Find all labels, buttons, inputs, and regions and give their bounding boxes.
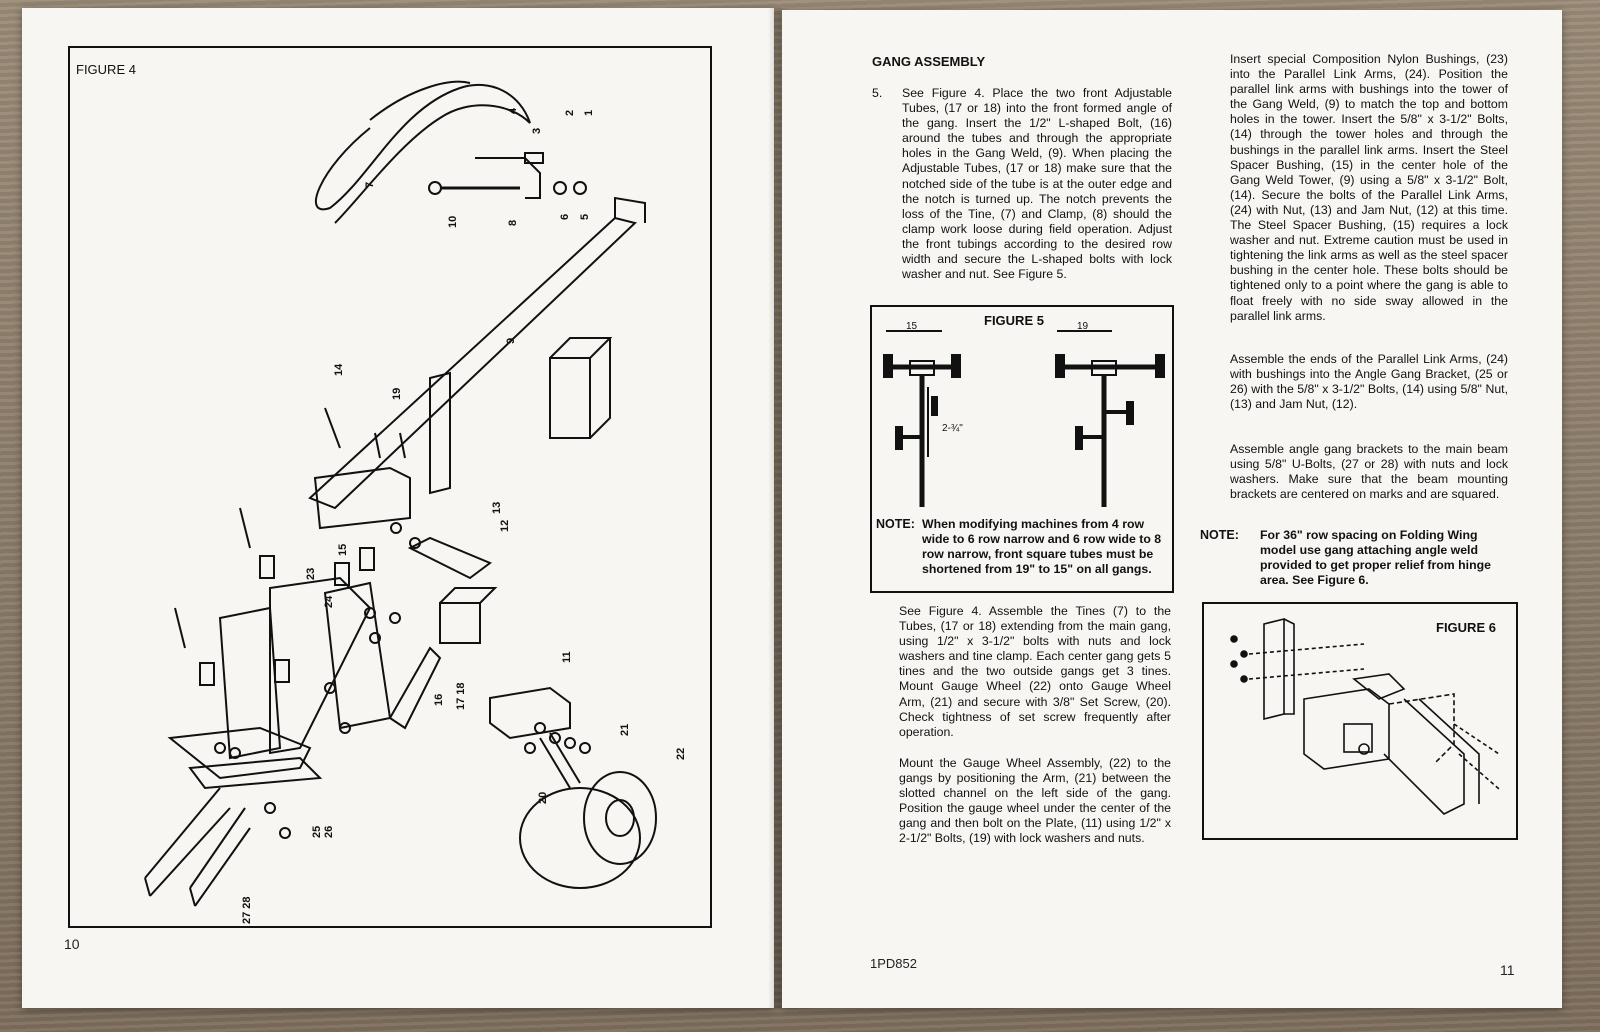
left-page: FIGURE 4: [22, 8, 774, 1008]
figure-4-frame: FIGURE 4: [68, 46, 712, 928]
right-page: GANG ASSEMBLY 5. See Figure 4. Place the…: [782, 10, 1562, 1008]
callout-8: 8: [507, 220, 519, 226]
callout-6: 6: [559, 214, 571, 220]
callout-2: 2: [564, 110, 576, 116]
callout-7: 7: [364, 182, 376, 188]
gauge-wheel-arm: [539, 732, 581, 789]
callout-20: 20: [537, 792, 549, 804]
folding-wing-note-text: For 36" row spacing on Folding Wing mode…: [1260, 528, 1491, 588]
callout-11: 11: [561, 651, 573, 663]
figure-4-label: FIGURE 4: [76, 62, 136, 77]
tine-drawing: [314, 83, 531, 224]
figure-5-box: FIGURE 5: [870, 305, 1174, 593]
l-shaped-bolt: [388, 646, 442, 730]
callout-14: 14: [333, 363, 345, 376]
callout-26: 26: [323, 826, 335, 838]
bushings-paragraph: Insert special Composition Nylon Bushing…: [1230, 52, 1508, 323]
document-code: 1PD852: [870, 956, 917, 971]
figure-5-diagram: 15 19 2-¾": [883, 321, 1165, 507]
callout-3: 3: [531, 128, 543, 134]
callout-12: 12: [499, 520, 511, 532]
gauge-wheel-paragraph: Mount the Gauge Wheel Assembly, (22) to …: [899, 756, 1171, 846]
section-heading: GANG ASSEMBLY: [872, 54, 986, 69]
callout-19: 19: [391, 388, 403, 400]
parallel-link-arm: [269, 576, 372, 755]
angle-gang-bracket: [167, 726, 312, 780]
left-page-number: 10: [64, 936, 80, 952]
callout-5: 5: [579, 214, 591, 220]
u-bolt: [144, 787, 231, 897]
callout-15: 15: [337, 544, 349, 556]
callout-10: 10: [447, 216, 459, 228]
callout-9: 9: [505, 338, 517, 344]
step-number: 5.: [872, 86, 883, 100]
figure-6-label: FIGURE 6: [1436, 620, 1496, 635]
figure-6-box: FIGURE 6: [1202, 602, 1518, 840]
figure-5-note-text: When modifying machines from 4 row wide …: [922, 517, 1162, 577]
plate: [489, 686, 571, 740]
angle-brackets-paragraph: Assemble angle gang brackets to the main…: [1230, 442, 1508, 502]
gauge-wheel: [519, 787, 641, 889]
nylon-bushing: [259, 555, 275, 579]
callout-24: 24: [323, 595, 335, 608]
figure-5-label: FIGURE 5: [984, 313, 1044, 328]
callout-13: 13: [491, 502, 503, 514]
link-arm-ends-paragraph: Assemble the ends of the Parallel Link A…: [1230, 352, 1508, 412]
callout-25: 25: [311, 826, 323, 838]
figure-5-dim-right: 19: [1077, 321, 1089, 332]
callout-4: 4: [507, 107, 519, 114]
callout-23: 23: [305, 568, 317, 580]
adjustable-tube: [407, 536, 492, 580]
figure-5-dim-left: 15: [906, 321, 918, 332]
gang-weld-tower: [313, 466, 411, 530]
tines-paragraph: See Figure 4. Assemble the Tines (7) to …: [899, 604, 1171, 739]
gang-weld-beam: [308, 216, 638, 510]
step-5-paragraph: See Figure 4. Place the two front Adjust…: [902, 86, 1172, 282]
figure-6-diagram: [1230, 617, 1500, 815]
callout-16: 16: [433, 694, 445, 706]
exploded-gang-diagram: 1 2 3 4 5 6 7 8 9 10 11 12 13 14 15 16 1…: [144, 80, 687, 924]
clamp-drawing: [475, 157, 541, 199]
callout-1: 1: [583, 110, 595, 116]
callout-22: 22: [675, 748, 687, 760]
callout-21: 21: [619, 724, 631, 736]
callout-27-28: 27 28: [241, 896, 253, 924]
callout-17-18: 17 18: [455, 682, 467, 710]
right-page-number: 11: [1500, 962, 1515, 978]
folding-wing-note-label: NOTE:: [1200, 528, 1239, 542]
figure-5-note-label: NOTE:: [876, 517, 915, 531]
figure-5-dim-offset: 2-¾": [942, 423, 963, 434]
